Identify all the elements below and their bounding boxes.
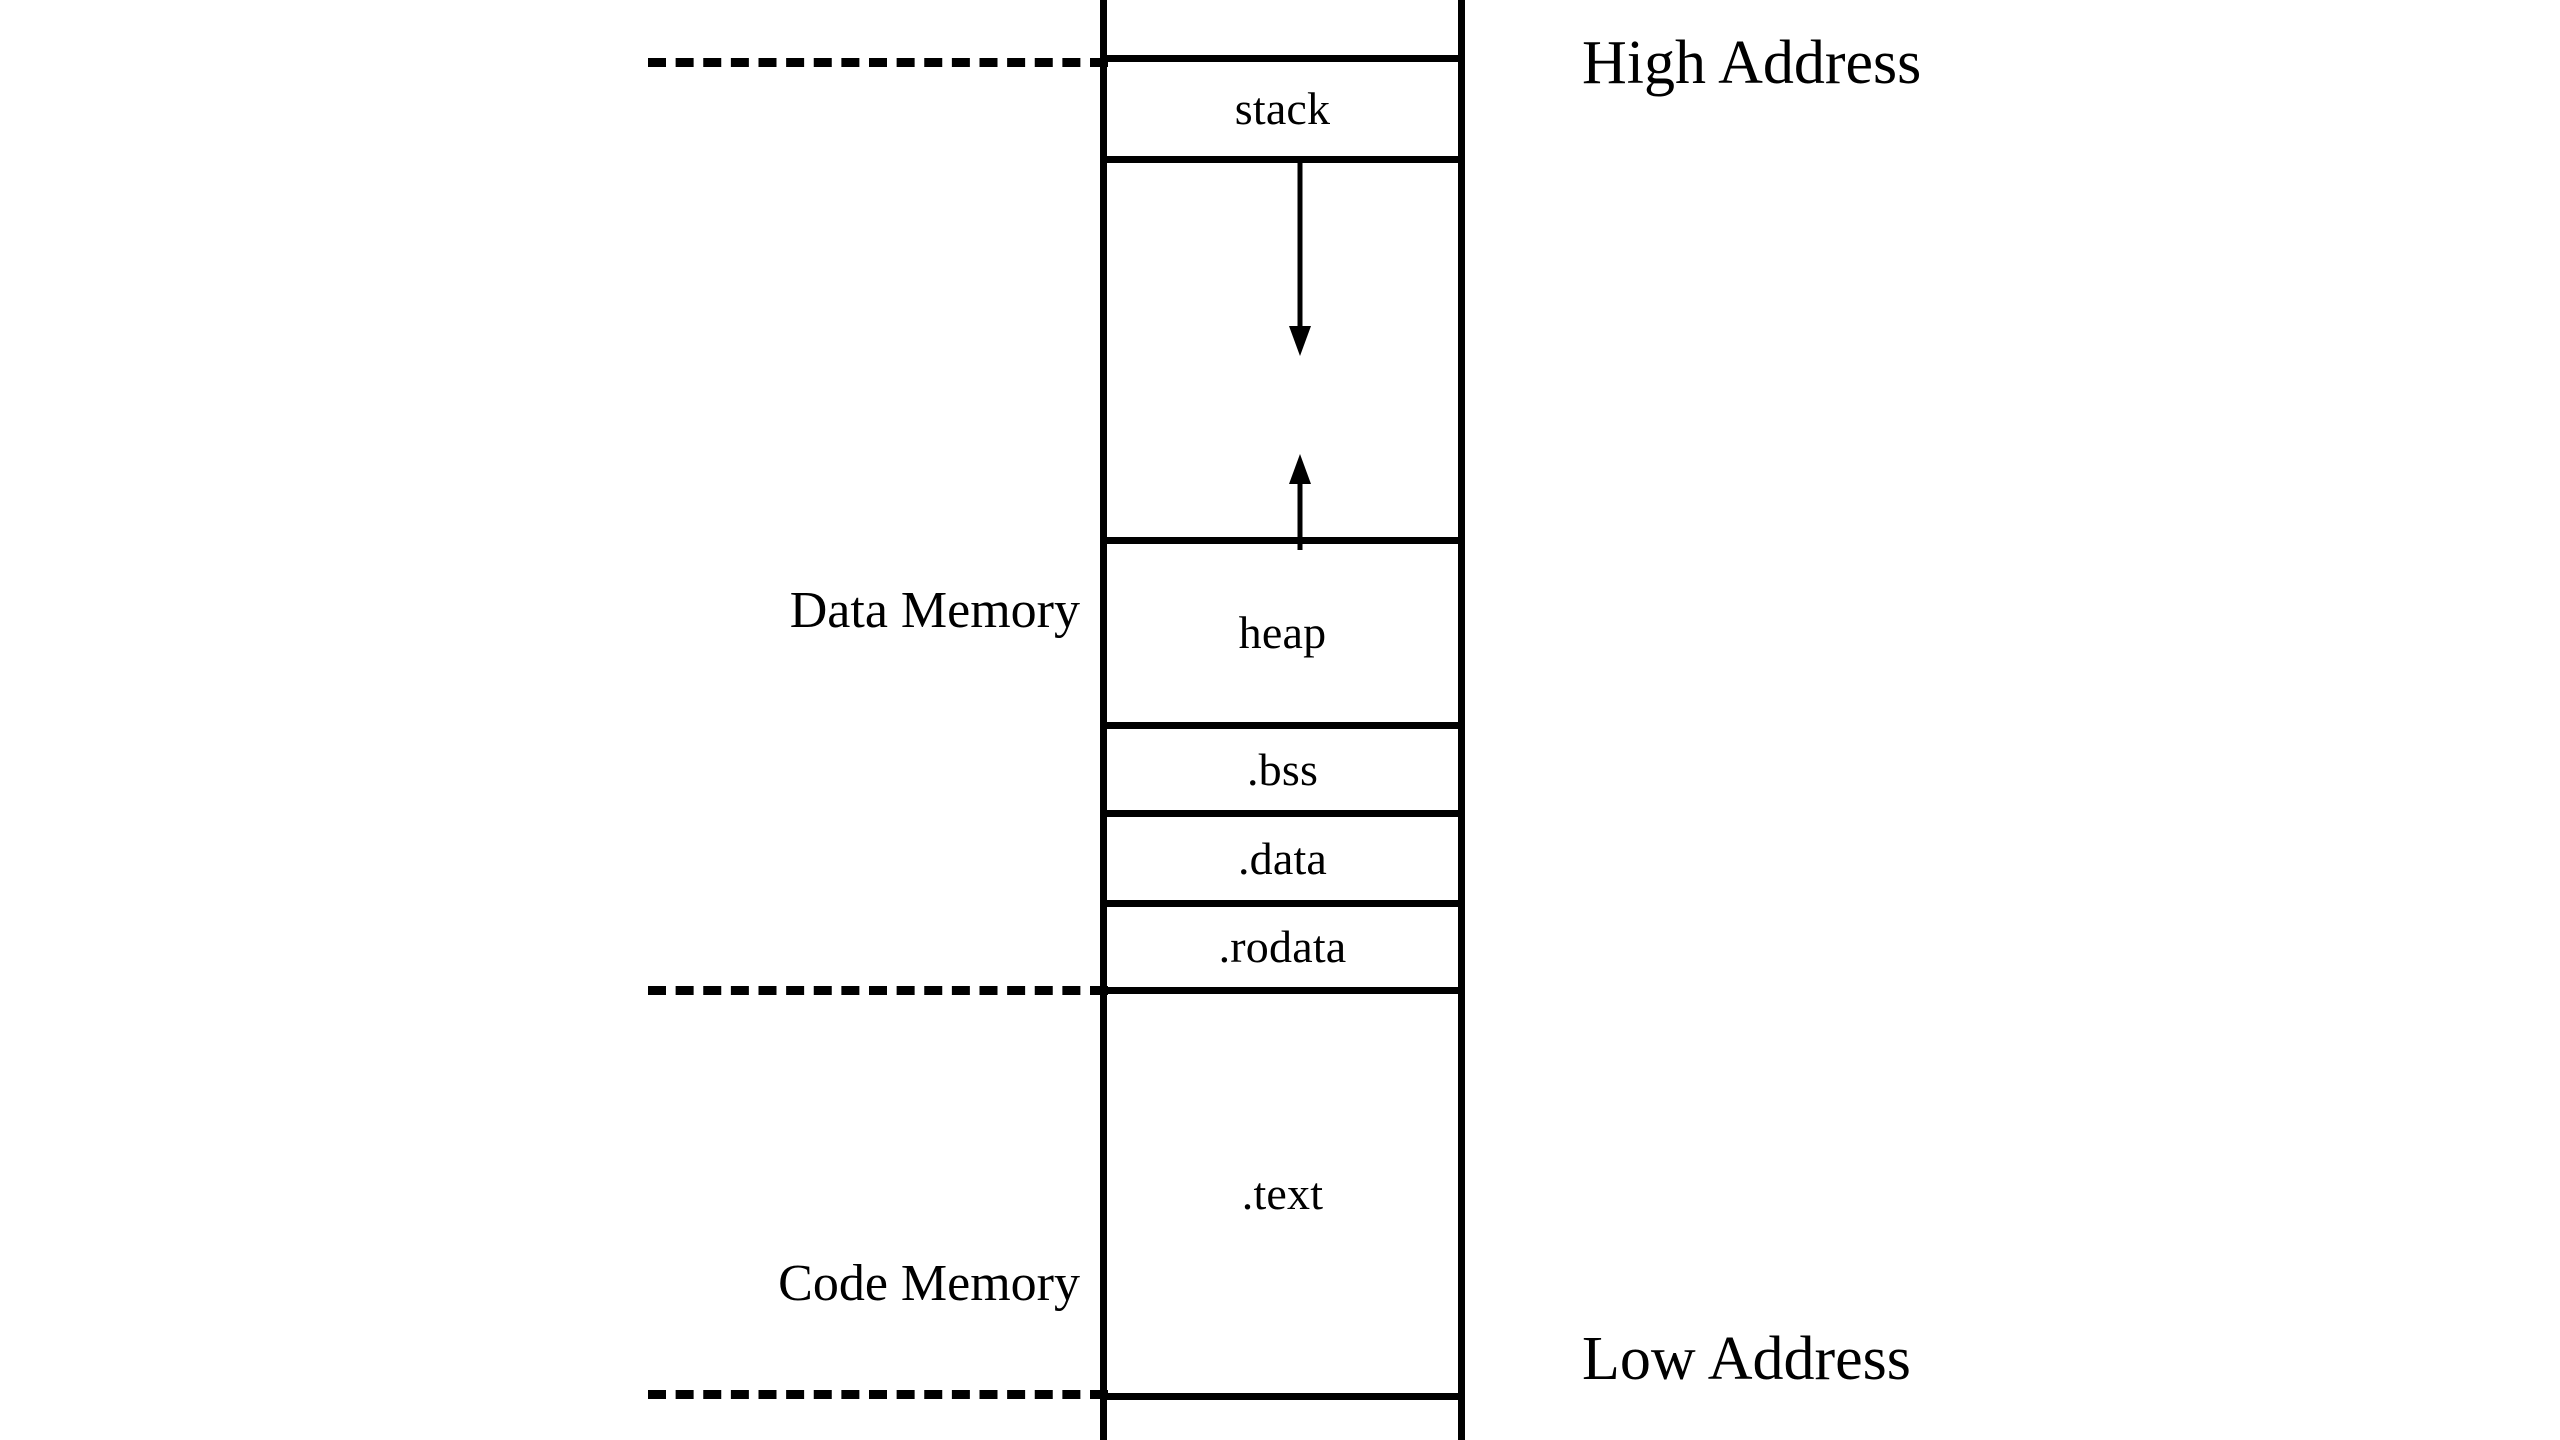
segment-data: .data — [1100, 817, 1465, 907]
region-label-data-memory: Data Memory — [789, 582, 1080, 639]
low-address-label: Low Address — [1582, 1325, 1911, 1393]
dashed-guide-code-data-boundary — [648, 986, 1108, 995]
dashed-guide-low-address — [648, 1390, 1108, 1399]
segment-rodata: .rodata — [1100, 907, 1465, 994]
segment-label-heap: heap — [1238, 607, 1327, 658]
region-label-code-memory: Code Memory — [778, 1255, 1080, 1312]
segment-label-data: .data — [1237, 832, 1328, 884]
high-address-label: High Address — [1582, 29, 1922, 97]
stack-growth-down-arrow — [1289, 160, 1311, 356]
segment-label-stack: stack — [1234, 83, 1331, 134]
segment-heap: heap — [1100, 544, 1465, 729]
segment-text: .text — [1100, 994, 1465, 1400]
dashed-guide-high-address — [648, 58, 1108, 67]
segment-stack: stack — [1100, 62, 1465, 163]
segment-top-reserved — [1100, 0, 1465, 62]
segment-label-text: .text — [1241, 1167, 1324, 1219]
segment-bss: .bss — [1100, 729, 1465, 817]
segment-gap — [1100, 163, 1465, 544]
heap-growth-up-arrow — [1289, 454, 1311, 550]
segment-bottom-reserved — [1100, 1400, 1465, 1440]
segment-label-rodata: .rodata — [1218, 921, 1347, 972]
segment-label-bss: .bss — [1246, 743, 1319, 795]
